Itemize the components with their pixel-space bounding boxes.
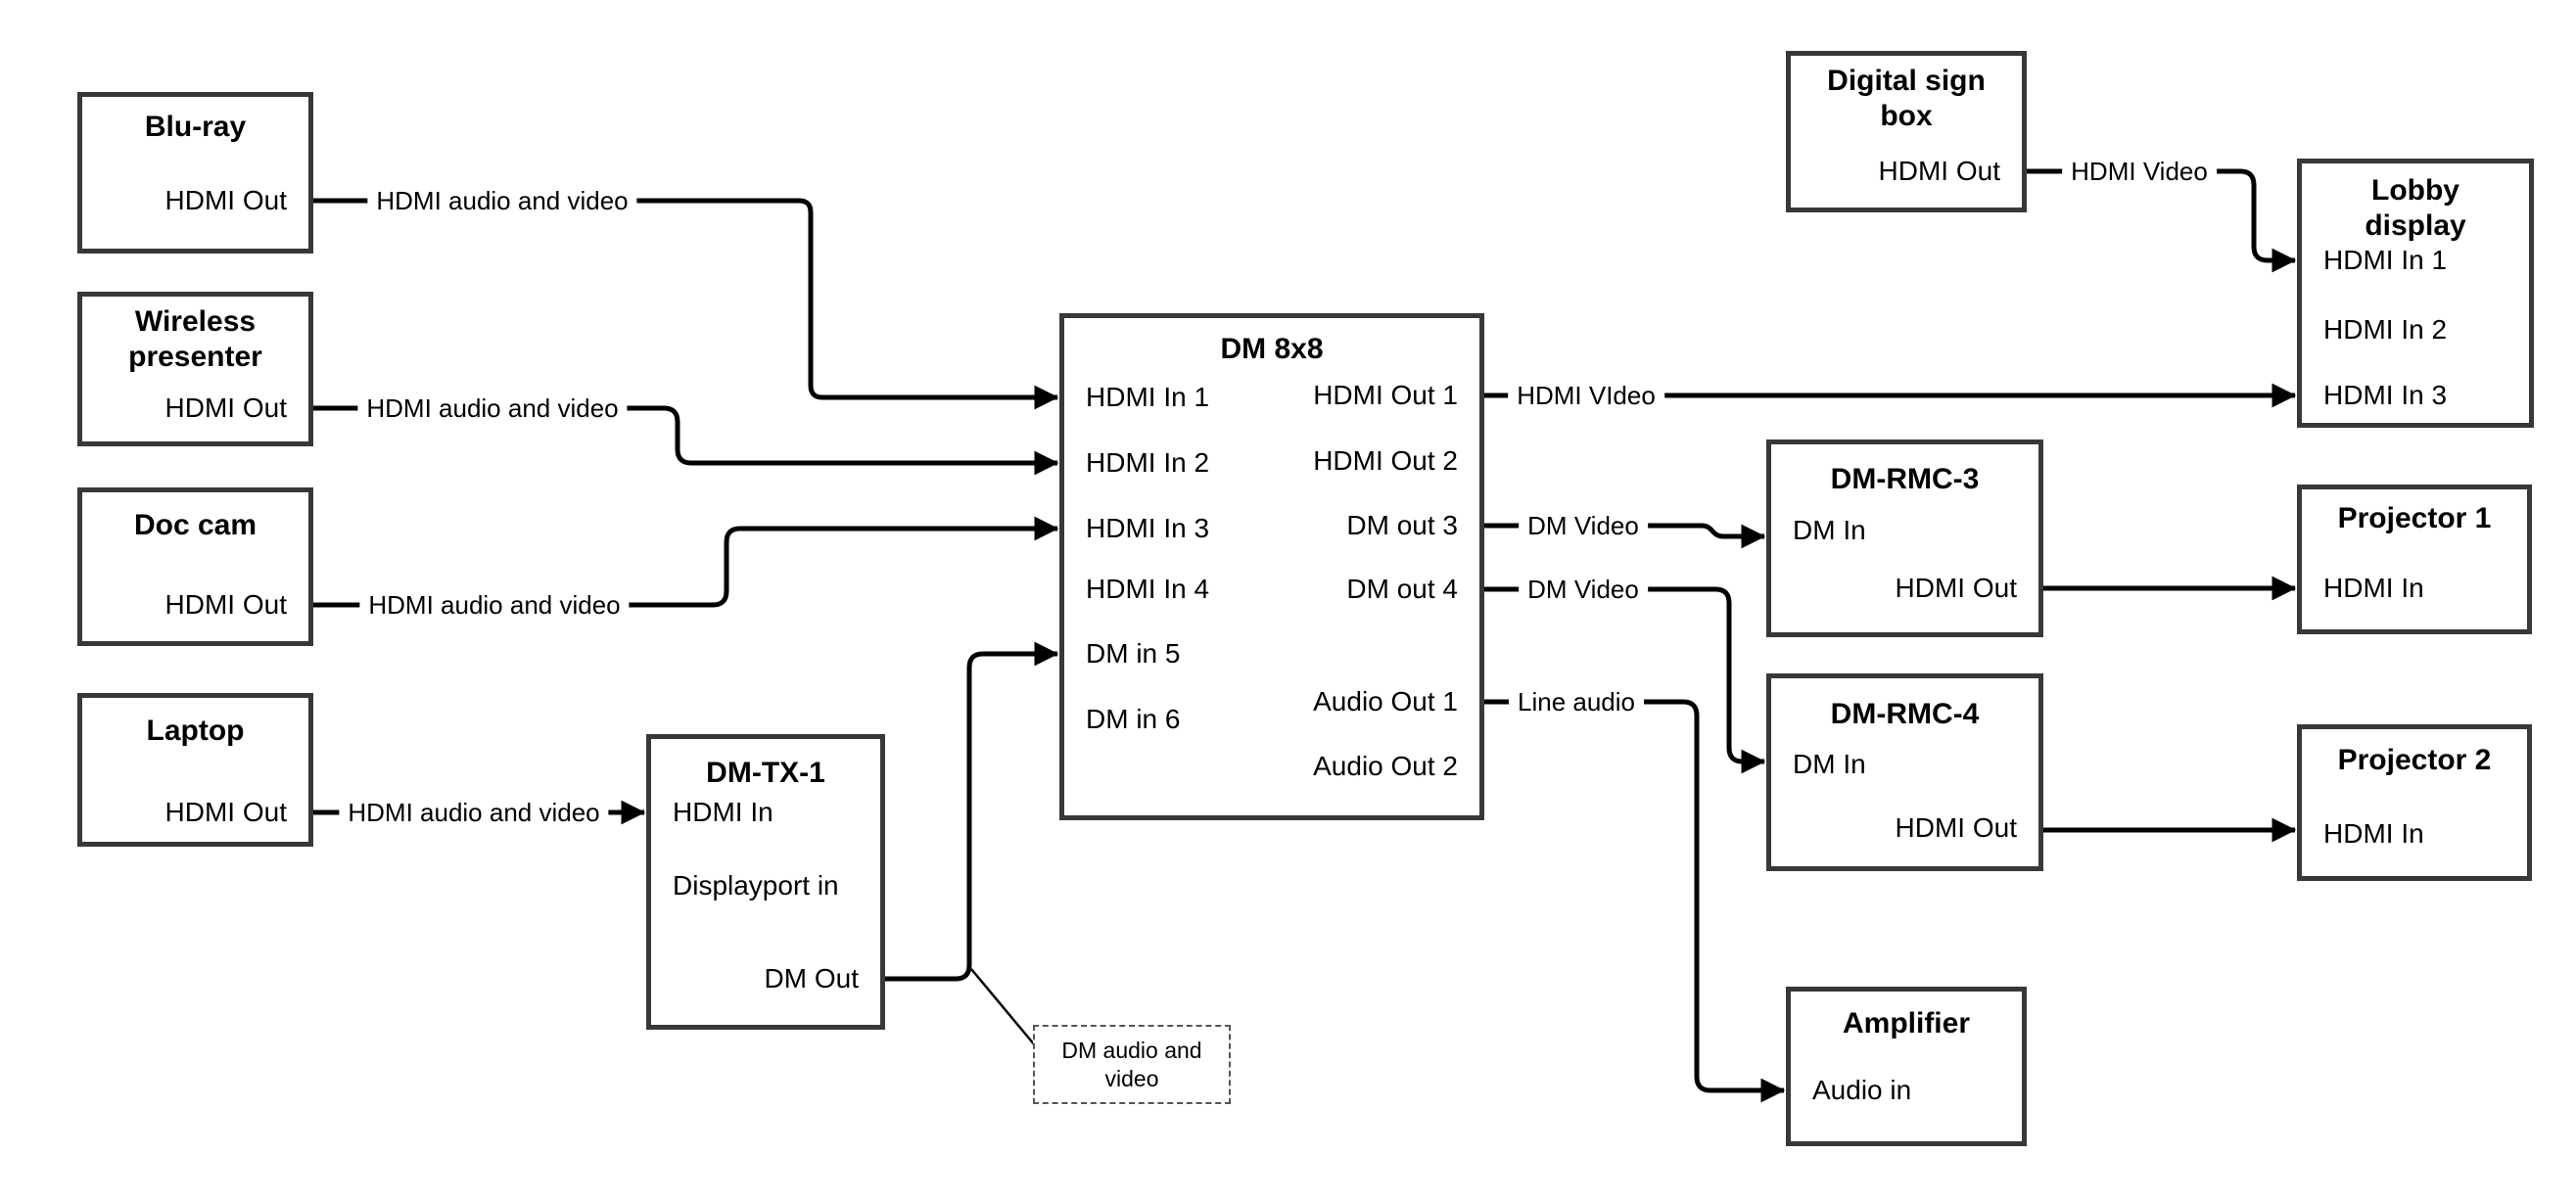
node-amplifier: Amplifier Audio in [1786,987,2027,1146]
port-projector2-hdmi-in: HDMI In [2323,818,2424,849]
port-dm8x8-audio-out-2: Audio Out 2 [1313,751,1458,781]
port-projector1-hdmi-in: HDMI In [2323,573,2424,603]
port-dm8x8-hdmi-out-2: HDMI Out 2 [1313,445,1458,476]
node-doc-cam-title: Doc cam [133,509,258,541]
edge-label-sign-hdmi-video: HDMI Video [2062,156,2217,187]
edge-label-bluray: HDMI audio and video [367,185,637,216]
node-laptop: Laptop HDMI Out [77,693,313,847]
wire-sign-to-lobby [2027,168,2297,273]
port-amp-audio-in: Audio in [1812,1075,1912,1105]
node-projector-1-title: Projector 1 [2337,502,2492,534]
port-rmc4-hdmi-out: HDMI Out [1895,812,2017,843]
node-doc-cam: Doc cam HDMI Out [77,487,313,646]
wire-dm-out-3-to-rmc3 [1484,523,1766,549]
edge-label-dm-video-4: DM Video [1519,574,1648,605]
node-digital-sign-box: Digital sign box HDMI Out [1786,51,2027,212]
edge-label-hdmi-video-out1: HDMI VIdeo [1508,380,1664,411]
callout-dm-audio-video-text: DM audio and video [1061,1037,1202,1091]
port-dm8x8-hdmi-in-1: HDMI In 1 [1086,382,1210,412]
node-blu-ray: Blu-ray HDMI Out [77,92,313,254]
port-dm8x8-hdmi-in-2: HDMI In 2 [1086,447,1210,478]
node-dm-rmc-3-title: DM-RMC-3 [1830,463,1980,495]
wire-doccam-to-hdmi-in-3 [313,516,1059,608]
port-sign-hdmi-out: HDMI Out [1878,156,2000,186]
port-rmc4-dm-in: DM In [1793,749,1866,779]
node-dm-tx-1-title: DM-TX-1 [706,757,825,789]
port-dmtx1-hdmi-in: HDMI In [673,797,773,827]
port-lobby-hdmi-in-3: HDMI In 3 [2323,380,2448,410]
node-dm-rmc-4: DM-RMC-4 DM In HDMI Out [1766,673,2043,871]
port-lobby-hdmi-in-2: HDMI In 2 [2323,314,2448,345]
port-wireless-hdmi-out: HDMI Out [164,393,287,423]
wire-dm-out-4-to-rmc4 [1484,586,1766,774]
callout-leader-line [970,968,1036,1046]
node-amplifier-title: Amplifier [1842,1007,1971,1039]
edge-label-laptop: HDMI audio and video [339,797,609,828]
port-doccam-hdmi-out: HDMI Out [164,589,287,620]
port-dm8x8-hdmi-in-4: HDMI In 4 [1086,574,1210,604]
node-blu-ray-title: Blu-ray [144,111,247,143]
node-digital-sign-box-title: Digital sign box [1827,65,1986,132]
port-rmc3-hdmi-out: HDMI Out [1895,573,2017,603]
port-dm8x8-dm-in-6: DM in 6 [1086,704,1181,734]
callout-dm-audio-video: DM audio and video [1033,1025,1231,1104]
edge-label-dm-video-3: DM Video [1519,510,1648,541]
port-dmtx1-displayport-in: Displayport in [673,870,839,901]
edge-label-line-audio: Line audio [1509,686,1644,717]
port-dmtx1-dm-out: DM Out [764,963,859,993]
node-lobby-display: Lobby display HDMI In 1 HDMI In 2 HDMI I… [2297,159,2534,428]
node-wireless-presenter: Wireless presenter HDMI Out [77,292,313,446]
port-lobby-hdmi-in-1: HDMI In 1 [2323,245,2448,275]
node-dm-rmc-3: DM-RMC-3 DM In HDMI Out [1766,439,2043,637]
port-dm8x8-dm-out-4: DM out 4 [1346,574,1458,604]
edge-label-wireless: HDMI audio and video [357,393,628,424]
node-projector-1: Projector 1 HDMI In [2297,485,2532,634]
port-dm8x8-dm-out-3: DM out 3 [1346,510,1458,540]
port-dm8x8-dm-in-5: DM in 5 [1086,638,1181,669]
node-dm-tx-1: DM-TX-1 HDMI In Displayport in DM Out [646,734,885,1030]
wire-bluray-to-hdmi-in-1 [313,198,1059,410]
wire-dmtx1-to-dm-in-5 [885,641,1059,982]
edge-label-doccam: HDMI audio and video [359,589,630,621]
port-rmc3-dm-in: DM In [1793,515,1866,545]
node-dm-8x8-title: DM 8x8 [1220,333,1324,365]
port-bluray-hdmi-out: HDMI Out [164,185,287,215]
node-lobby-display-title: Lobby display [2365,174,2466,242]
wire-audio-out-1-to-amp [1484,699,1786,1103]
port-dm8x8-hdmi-in-3: HDMI In 3 [1086,513,1210,543]
port-dm8x8-audio-out-1: Audio Out 1 [1313,686,1458,716]
port-laptop-hdmi-out: HDMI Out [164,797,287,827]
node-laptop-title: Laptop [146,715,245,747]
node-projector-2: Projector 2 HDMI In [2297,724,2532,881]
port-dm8x8-hdmi-out-1: HDMI Out 1 [1313,380,1458,410]
node-dm-rmc-4-title: DM-RMC-4 [1830,698,1980,730]
node-wireless-presenter-title: Wireless presenter [128,305,262,373]
node-projector-2-title: Projector 2 [2337,744,2492,776]
node-dm-8x8: DM 8x8 HDMI In 1 HDMI In 2 HDMI In 3 HDM… [1059,313,1484,820]
wire-wireless-to-hdmi-in-2 [313,405,1059,476]
